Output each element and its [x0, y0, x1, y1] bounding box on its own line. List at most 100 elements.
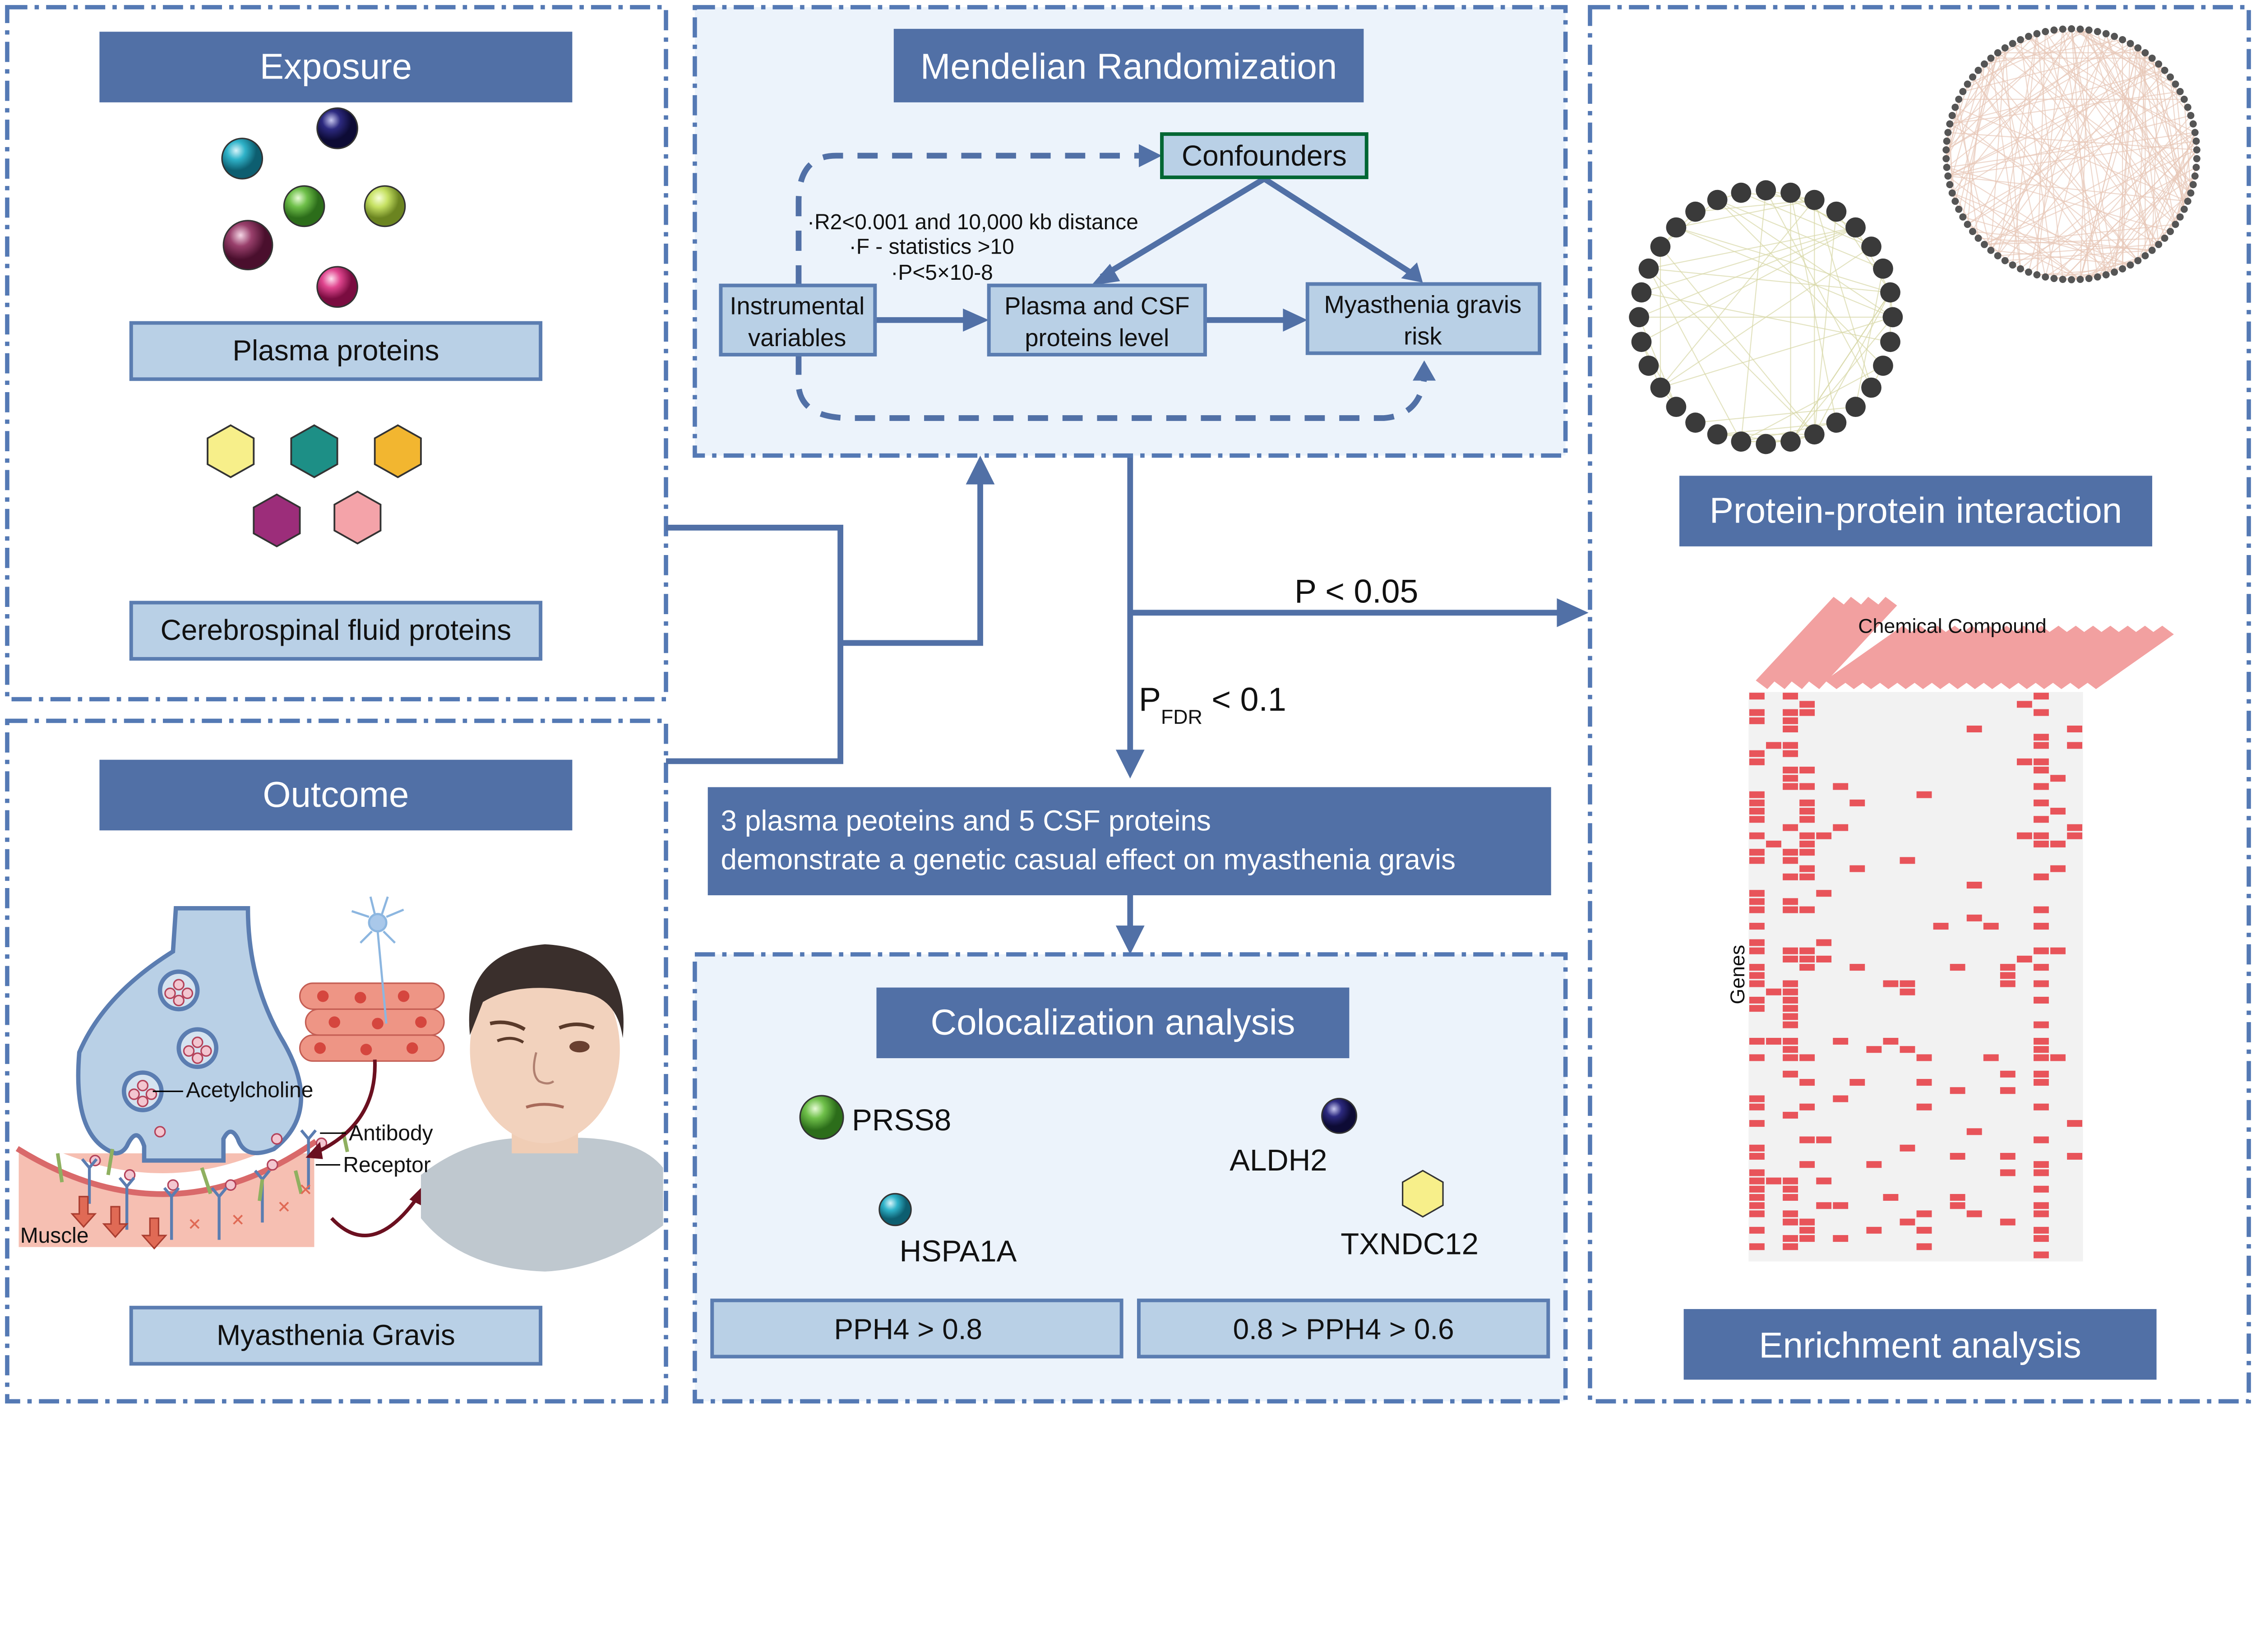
network-edge: [1814, 292, 1891, 435]
heatmap-cell: [2000, 1218, 2016, 1226]
curved-arrow-icon: [313, 1060, 377, 1155]
heatmap-cell: [1799, 1161, 1815, 1168]
network-node: [2167, 73, 2174, 81]
heatmap-cell: [1833, 824, 1849, 831]
protein-txndc12: TXNDC12: [1341, 1227, 1479, 1261]
network-node: [1951, 197, 1959, 205]
network-node: [1980, 60, 1988, 68]
curved-arrow-icon: [330, 1195, 420, 1237]
heatmap-cell: [1816, 890, 1832, 897]
network-edge: [2028, 30, 2090, 273]
network-node: [1964, 221, 1971, 228]
network-edge: [1648, 268, 1815, 435]
receptor-label: Receptor: [343, 1153, 430, 1177]
vesicle-icon: [89, 969, 328, 1191]
network-node: [2059, 276, 2066, 283]
network-node: [2094, 28, 2101, 35]
svg-text:Colocalization analysis: Colocalization analysis: [931, 1002, 1295, 1042]
heatmap-cell: [2034, 1210, 2049, 1217]
network-node: [2180, 96, 2188, 103]
network-edge: [1717, 199, 1893, 318]
network-edge: [1955, 52, 1998, 202]
heatmap-cell: [1749, 1054, 1765, 1061]
network-node: [2076, 25, 2084, 33]
heatmap-cell: [2034, 996, 2049, 1004]
heatmap-cell: [1799, 849, 1815, 856]
heatmap-cell: [1749, 1226, 1765, 1234]
heatmap-cell: [2034, 1136, 2049, 1143]
network-node: [1845, 217, 1866, 238]
heatmap-cell: [1749, 947, 1765, 954]
heatmap-cell: [1783, 988, 1798, 995]
heatmap-cell: [1849, 964, 1865, 971]
heatmap-cell: [1799, 799, 1815, 806]
network-node: [2172, 221, 2179, 228]
neuron-icon: [351, 896, 404, 1024]
protein-aldh2: ALDH2: [1230, 1143, 1327, 1177]
heatmap-cell: [2034, 1161, 2049, 1168]
heatmap-cell: [1783, 742, 1798, 749]
svg-text:3 plasma peoteins and 5 CSF pr: 3 plasma peoteins and 5 CSF proteins: [721, 804, 1211, 837]
network-edge: [1676, 227, 1891, 293]
network-edge: [2158, 64, 2185, 209]
network-node: [1650, 377, 1671, 398]
heatmap-cell: [1866, 1226, 1882, 1234]
outcome-risk-node: Myasthenia gravis risk: [1305, 282, 1542, 355]
network-edge: [1949, 64, 1985, 185]
network-node: [2119, 265, 2127, 273]
network-node: [1987, 54, 1995, 62]
heatmap-cell: [1866, 1046, 1882, 1053]
network-node: [2025, 32, 2032, 40]
column-header: [1980, 625, 2070, 689]
exposure-title: Exposure: [99, 32, 573, 102]
heatmap-cell: [1749, 906, 1765, 913]
network-node: [1969, 227, 1977, 235]
network-edge: [1948, 176, 2188, 202]
network-node: [2184, 103, 2191, 111]
network-edge: [1984, 43, 2131, 245]
network-node: [2180, 205, 2188, 213]
heatmap-cell: [1783, 717, 1798, 724]
network-node: [2017, 265, 2024, 273]
network-edge: [1790, 192, 1837, 423]
heatmap-cell: [1900, 857, 1915, 864]
column-header: [1859, 625, 1949, 689]
heatmap-cell: [1783, 1054, 1798, 1061]
heatmap-cell: [1749, 849, 1765, 856]
heatmap-cell: [1916, 1103, 1932, 1111]
heatmap-cell: [1900, 1218, 1915, 1226]
network-edge: [1972, 77, 2115, 273]
heatmap-cell: [1783, 783, 1798, 790]
heatmap-cell: [1749, 996, 1765, 1004]
network-node: [1638, 258, 1659, 279]
acetylcholine-label: Acetylcholine: [186, 1078, 313, 1102]
svg-text:0.8 > PPH4 > 0.6: 0.8 > PPH4 > 0.6: [1233, 1313, 1454, 1346]
heatmap-cell: [1783, 996, 1798, 1004]
svg-text:Outcome: Outcome: [263, 774, 409, 814]
column-header: [1877, 625, 1966, 689]
network-edge: [2012, 43, 2196, 133]
network-edge: [1991, 250, 2131, 266]
heatmap-cell: [1783, 1210, 1798, 1217]
enrichment-title: Enrichment analysis: [1683, 1309, 2157, 1380]
heatmap-cell: [1816, 939, 1832, 946]
heatmap-cell: [1783, 693, 1798, 700]
csf-protein-hexagons-icon: [207, 424, 422, 548]
enrichment-heatmap: [1749, 693, 2083, 1259]
heatmap-cell: [1799, 701, 1815, 708]
network-edge: [1641, 227, 1856, 293]
network-node: [1994, 49, 2002, 56]
heatmap-cell: [1749, 808, 1765, 815]
network-node: [1780, 431, 1801, 452]
heatmap-cell: [2034, 1037, 2049, 1045]
heatmap-cell: [1833, 1095, 1849, 1102]
network-node: [2033, 271, 2041, 279]
network-edge: [1978, 237, 2152, 251]
heatmap-cell: [1783, 1013, 1798, 1020]
heatmap-cell: [1799, 783, 1815, 790]
network-edge: [2045, 31, 2176, 225]
network-node: [1944, 172, 1952, 180]
heatmap-cell: [1799, 865, 1815, 872]
heatmap-cell: [1749, 964, 1765, 971]
network-edge: [2097, 149, 2197, 278]
